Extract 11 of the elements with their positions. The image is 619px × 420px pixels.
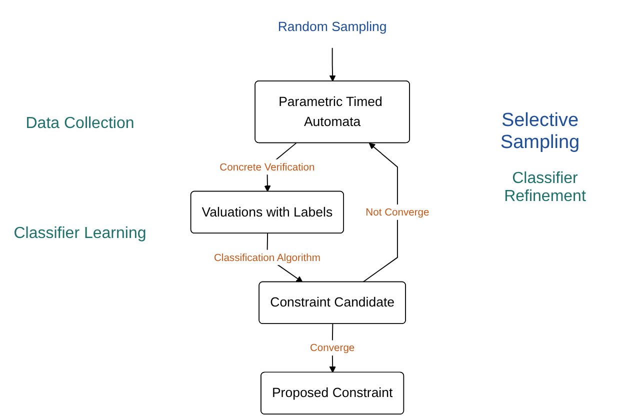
- stage-label: Data Collection: [24, 115, 136, 133]
- annotation-label: Selective Sampling: [499, 110, 581, 154]
- arrow: [329, 47, 336, 82]
- stage-label: Classifier Learning: [12, 225, 148, 243]
- edge-label: Not Converge: [366, 206, 430, 218]
- edge-label: Concrete Verification: [220, 160, 315, 172]
- arrow: [362, 142, 398, 283]
- edge-label: Converge: [310, 342, 355, 354]
- edge-label: Classification Algorithm: [214, 251, 320, 263]
- stage-label: Classifier Refinement: [503, 170, 587, 206]
- node-text: Random Sampling: [278, 19, 387, 34]
